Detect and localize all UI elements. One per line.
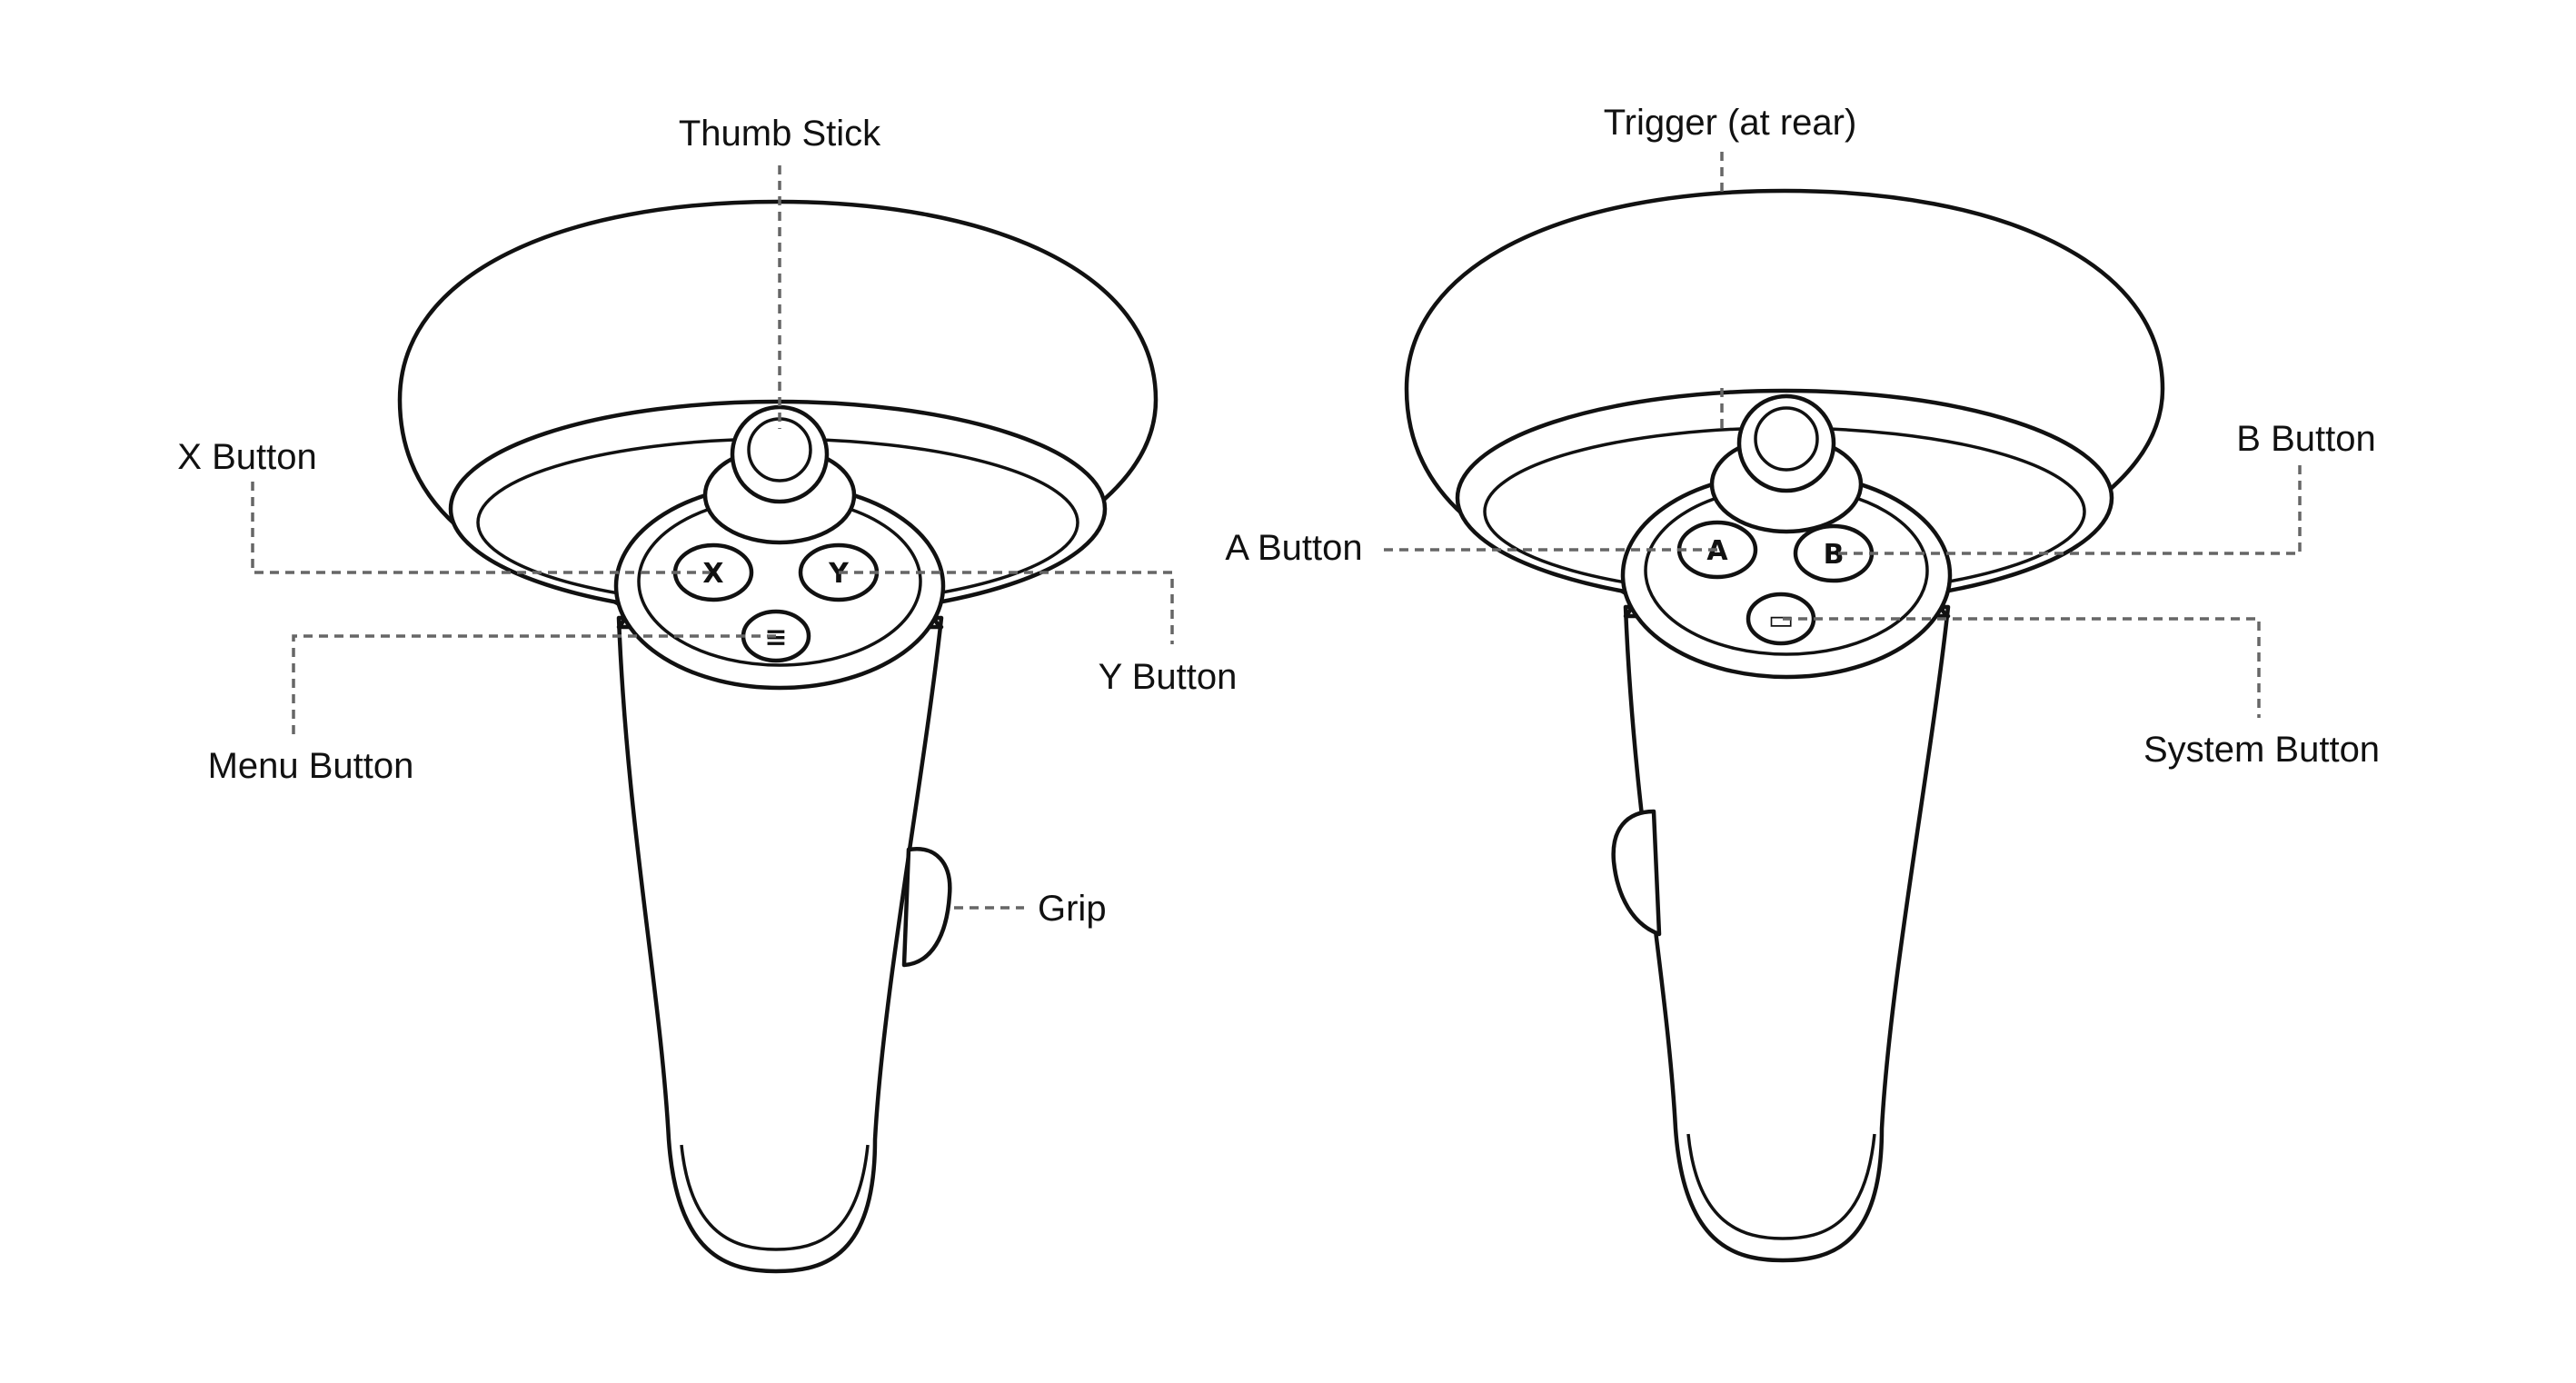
left-grip xyxy=(901,846,952,968)
system-button-label: System Button xyxy=(2143,730,2380,770)
svg-text:B: B xyxy=(1824,539,1845,571)
b-button-control[interactable]: B xyxy=(1793,523,1875,583)
thumb-stick-label: Thumb Stick xyxy=(679,114,881,154)
right-controller: A B ▭ xyxy=(1404,188,2165,1263)
x-button-control[interactable]: X xyxy=(672,542,754,602)
menu-button-label: Menu Button xyxy=(208,746,414,786)
left-controller: X Y ≡ xyxy=(397,199,1159,1274)
grip-label: Grip xyxy=(1038,889,1107,929)
trigger-label: Trigger (at rear) xyxy=(1604,103,1857,143)
b-button-label: B Button xyxy=(2236,419,2375,459)
right-grip xyxy=(1611,809,1662,937)
x-button-label: X Button xyxy=(177,437,316,477)
a-button-label: A Button xyxy=(1225,528,1362,568)
svg-text:X: X xyxy=(702,558,723,590)
y-button-label: Y Button xyxy=(1099,657,1238,697)
right-handle xyxy=(1623,604,1951,1263)
right-thumb-stick-control[interactable] xyxy=(1736,393,1836,493)
left-handle xyxy=(616,615,944,1274)
leader-lines xyxy=(251,152,2302,910)
